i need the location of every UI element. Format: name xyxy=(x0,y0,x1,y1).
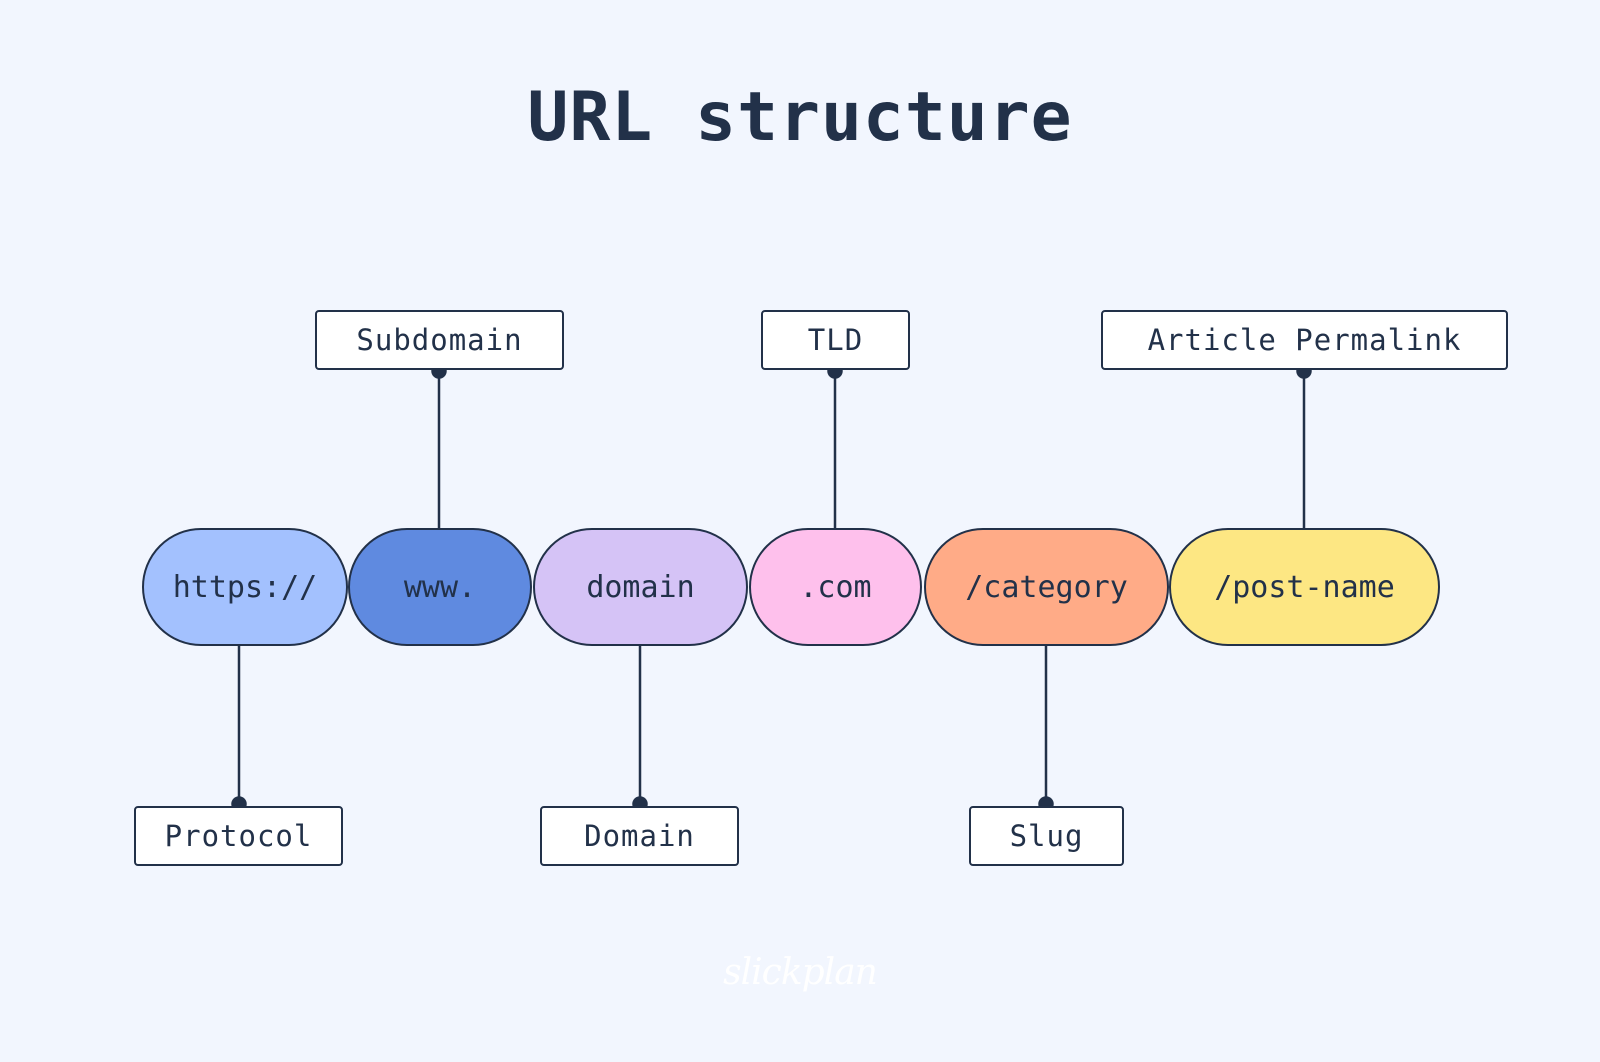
segment-protocol: https:// xyxy=(142,528,348,646)
segment-domain: domain xyxy=(533,528,748,646)
slickplan-logo: slickplan xyxy=(723,952,878,993)
segment-category: /category xyxy=(924,528,1169,646)
label-article-permalink: Article Permalink xyxy=(1101,310,1508,370)
label-domain: Domain xyxy=(540,806,739,866)
label-slug: Slug xyxy=(969,806,1124,866)
segment-tld: .com xyxy=(749,528,922,646)
label-protocol: Protocol xyxy=(134,806,343,866)
segment-subdomain: www. xyxy=(348,528,532,646)
label-tld: TLD xyxy=(761,310,910,370)
segment-post-name: /post-name xyxy=(1169,528,1440,646)
diagram-title: URL structure xyxy=(527,78,1073,157)
label-subdomain: Subdomain xyxy=(315,310,564,370)
